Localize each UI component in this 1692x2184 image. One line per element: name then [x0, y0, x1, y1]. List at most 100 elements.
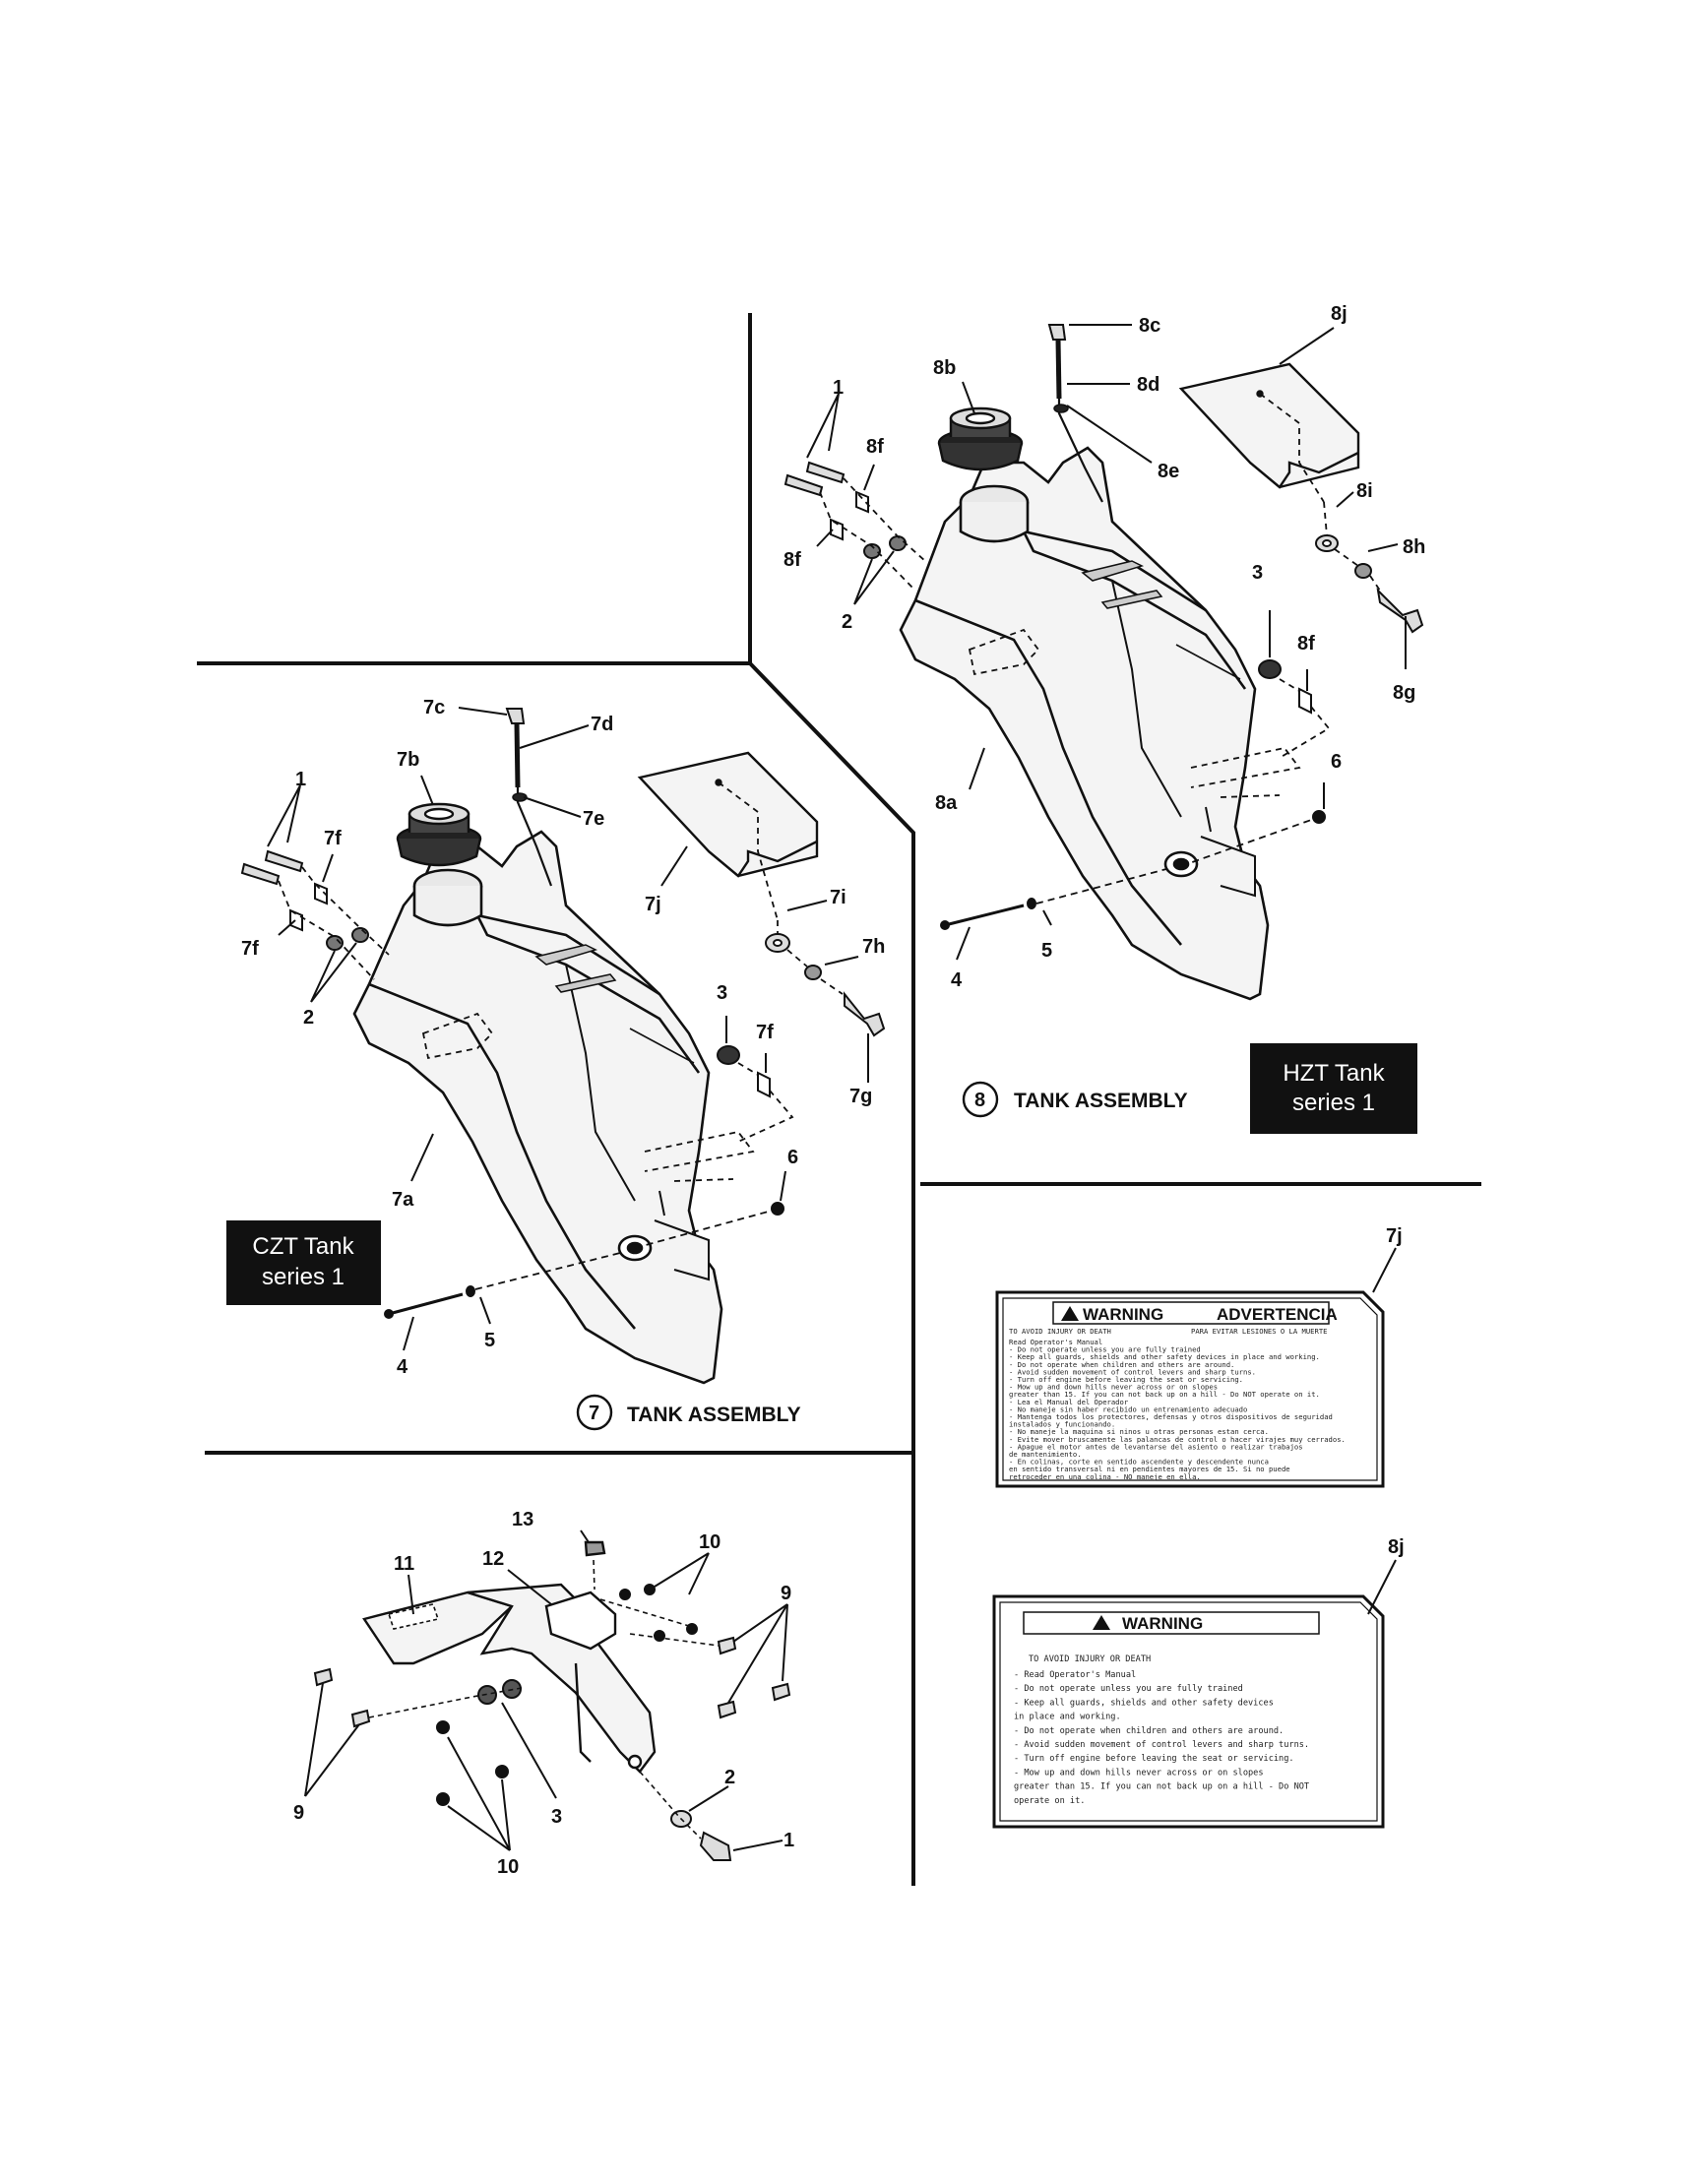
callout-czt-7i: 7i	[830, 887, 846, 908]
hzt-tank-body	[899, 446, 1270, 1001]
callout-czt-7a: 7a	[392, 1189, 414, 1211]
callout-czt-7g: 7g	[849, 1086, 872, 1107]
assembly-7-number: 7	[589, 1403, 599, 1424]
bracket-screw-9a	[717, 1636, 737, 1655]
callout-hzt-8g: 8g	[1393, 682, 1415, 704]
czt-bolt-7g	[844, 991, 886, 1037]
hzt-assembly-label: 8 TANK ASSEMBLY	[962, 1081, 1188, 1118]
czt-lockwasher-2a	[326, 935, 344, 951]
czt-spacer-7f-right	[757, 1071, 771, 1098]
hzt-vent-line	[1047, 324, 1103, 503]
callout-czt-3: 3	[717, 982, 727, 1004]
czt-lockwasher-7h	[804, 965, 822, 980]
decal-8j-sub: TO AVOID INJURY OR DEATH	[1029, 1654, 1151, 1664]
decal-8j-line: - Do not operate when children and other…	[1014, 1726, 1284, 1736]
hzt-spacer-8f-a	[855, 490, 869, 514]
decal-7j-sub-en: TO AVOID INJURY OR DEATH	[1009, 1327, 1111, 1336]
decal-7j-line: - Lea el Manual del Operador	[1009, 1398, 1129, 1406]
decal-7j-line: - Apague el motor antes de levantarse de…	[1009, 1442, 1303, 1451]
decal-7j-sub-es: PARA EVITAR LESIONES O LA MUERTE	[1191, 1327, 1327, 1336]
decal-7j-line: - Avoid sudden movement of control lever…	[1009, 1367, 1256, 1376]
callout-decal-7j: 7j	[1386, 1225, 1403, 1247]
bracket-nut-10b	[644, 1584, 656, 1595]
czt-grommet-3	[717, 1045, 740, 1065]
hzt-nut-6	[1312, 810, 1326, 824]
callout-czt-4: 4	[397, 1356, 408, 1378]
bracket-screw-9c	[771, 1682, 791, 1702]
bracket-grommet-3a	[477, 1685, 497, 1705]
callout-czt-1: 1	[295, 769, 306, 790]
hzt-fuel-cap	[937, 406, 1024, 471]
czt-washer-5	[466, 1285, 475, 1297]
czt-bolt-4	[388, 1292, 464, 1316]
callout-bracket-9-left: 9	[293, 1802, 304, 1824]
hzt-spacer-8f-b	[830, 518, 844, 541]
decal-8j-line: in place and working.	[1014, 1713, 1121, 1722]
hzt-bolt-4	[944, 904, 1025, 927]
decal-8j: 8j WARNING TO AVOID INJURY OR DEATH - Re…	[992, 1536, 1405, 1829]
hzt-hardware-left	[783, 461, 926, 592]
callout-bracket-3: 3	[551, 1806, 562, 1828]
callout-bracket-11: 11	[394, 1553, 414, 1575]
bracket-cap-13	[584, 1540, 606, 1557]
callout-czt-7j: 7j	[645, 894, 661, 915]
callout-czt-7d: 7d	[591, 714, 613, 735]
assembly-8-number: 8	[974, 1090, 985, 1111]
decal-7j-warning: WARNING	[1083, 1305, 1163, 1324]
bracket-screw-9b	[717, 1700, 737, 1719]
czt-hardware-right	[384, 920, 886, 1319]
bracket-screw-9e	[350, 1709, 371, 1728]
decal-7j-line: - No maneje sin haber recibido un entren…	[1009, 1404, 1247, 1413]
hzt-tag-line2: series 1	[1292, 1090, 1375, 1116]
callout-bracket-10-bottom: 10	[497, 1856, 519, 1878]
panel-dividers	[197, 313, 1481, 1886]
callout-czt-7e: 7e	[583, 808, 604, 830]
hzt-grommet-3	[1258, 659, 1282, 679]
callout-hzt-3: 3	[1252, 562, 1263, 584]
hzt-bolt-8g	[1376, 588, 1424, 634]
decal-7j-line: retroceder en una colina - NO maneje en …	[1009, 1472, 1201, 1481]
decal-8j-line: - Do not operate unless you are fully tr…	[1014, 1684, 1243, 1694]
czt-bolt-1b	[264, 849, 304, 873]
callout-hzt-1: 1	[833, 377, 844, 399]
assembly-8-title: TANK ASSEMBLY	[1014, 1090, 1188, 1112]
decal-7j-line: greater than 15. If you can not back up …	[1009, 1390, 1320, 1399]
callout-czt-7c: 7c	[423, 697, 445, 718]
decal-7j-advertencia: ADVERTENCIA	[1217, 1305, 1338, 1324]
decal-8j-line: - Avoid sudden movement of control lever…	[1014, 1740, 1309, 1750]
assembly-7-title: TANK ASSEMBLY	[627, 1404, 801, 1426]
bracket-nut-10c	[654, 1630, 665, 1642]
czt-lockwasher-2b	[351, 927, 369, 943]
czt-tag: CZT Tank series 1	[226, 1220, 381, 1305]
decal-7j-line: instalados y funcionando.	[1009, 1420, 1115, 1429]
callout-hzt-8f-right: 8f	[1297, 633, 1315, 655]
czt-heat-shield	[637, 751, 819, 921]
decal-8j-line: - Read Operator's Manual	[1014, 1670, 1136, 1680]
decal-7j-line: de mantenimiento.	[1009, 1450, 1082, 1459]
hzt-hardware-right	[940, 501, 1424, 930]
callout-hzt-8c: 8c	[1139, 315, 1160, 337]
callout-bracket-2: 2	[724, 1767, 735, 1788]
hzt-tank-illustration	[899, 446, 1301, 1001]
decal-7j-line: - Mantenga todos los protectores, defens…	[1009, 1412, 1333, 1421]
decal-7j-line: - Evite mover bruscamente las palancas d…	[1009, 1435, 1346, 1444]
czt-nut-6	[771, 1202, 784, 1216]
decal-7j-line: - No maneje la maquina si ninos u otras …	[1009, 1427, 1269, 1436]
decal-8j-line: operate on it.	[1014, 1796, 1085, 1806]
czt-fuel-cap	[396, 802, 482, 867]
callout-hzt-8h: 8h	[1403, 536, 1425, 558]
callout-hzt-8b: 8b	[933, 357, 956, 379]
callout-bracket-9-right: 9	[781, 1583, 791, 1604]
bracket-bolt-1	[699, 1831, 732, 1861]
callout-bracket-13: 13	[512, 1509, 533, 1530]
callout-czt-7h: 7h	[862, 936, 885, 958]
decal-8j-line: - Mow up and down hills never across or …	[1014, 1768, 1264, 1778]
decal-8j-line: - Turn off engine before leaving the sea…	[1014, 1754, 1294, 1764]
callout-hzt-8f-top: 8f	[866, 436, 884, 458]
callout-hzt-8e: 8e	[1158, 461, 1179, 482]
bracket-nut-10a	[619, 1589, 631, 1600]
bracket-callouts: 13 10 11 12 9 9 3 2 1 10	[293, 1509, 794, 1878]
callout-czt-7f-top: 7f	[324, 828, 342, 849]
hzt-lockwasher-2a	[863, 543, 881, 559]
bracket-nut-10g	[436, 1792, 450, 1806]
